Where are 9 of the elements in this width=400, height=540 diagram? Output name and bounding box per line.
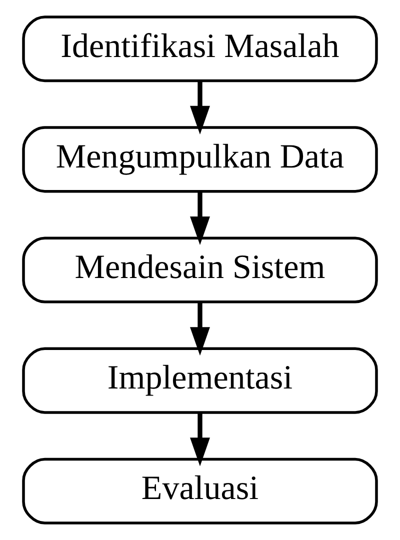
node-box: Evaluasi [22, 458, 378, 524]
node-box: Implementasi [22, 347, 378, 414]
arrow [190, 302, 210, 356]
node-box: Mengumpulkan Data [22, 126, 378, 193]
node-box: Mendesain Sistem [22, 236, 378, 304]
node-box: Identifikasi Masalah [22, 16, 378, 82]
arrow [190, 81, 210, 134]
arrow [190, 192, 210, 246]
arrow [190, 412, 210, 466]
